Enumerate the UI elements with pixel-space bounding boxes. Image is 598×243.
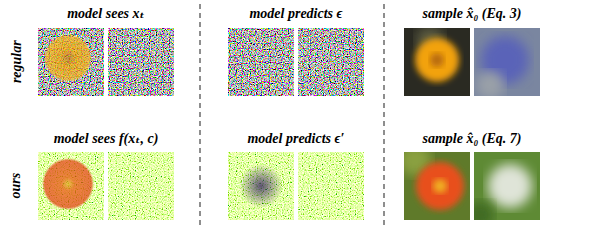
sample-image [404,28,470,96]
noise-prediction-image [228,152,294,220]
column-header: sample x̂₀ (Eq. 3) [423,6,522,21]
column-header: model sees xₜ [67,6,145,21]
row-label: ours [8,173,23,199]
noisy-input-image [38,152,104,220]
noisy-input-image [108,152,174,220]
sample-image [404,152,470,220]
noise-prediction-image [298,152,364,220]
noise-prediction-image [228,28,294,96]
sample-image [474,152,540,220]
noisy-input-image [38,28,104,96]
column-header: model predicts ϵ′ [247,131,344,146]
noisy-input-image [108,28,174,96]
separator-line [199,4,200,228]
row-label: regular [8,41,23,84]
column-header: model predicts ϵ [249,6,342,21]
sample-image [474,28,540,96]
separator-line [383,4,384,228]
noise-prediction-image [298,28,364,96]
column-header: model sees f(xₜ, c) [54,131,159,146]
column-header: sample x̂₀ (Eq. 7) [423,131,522,146]
